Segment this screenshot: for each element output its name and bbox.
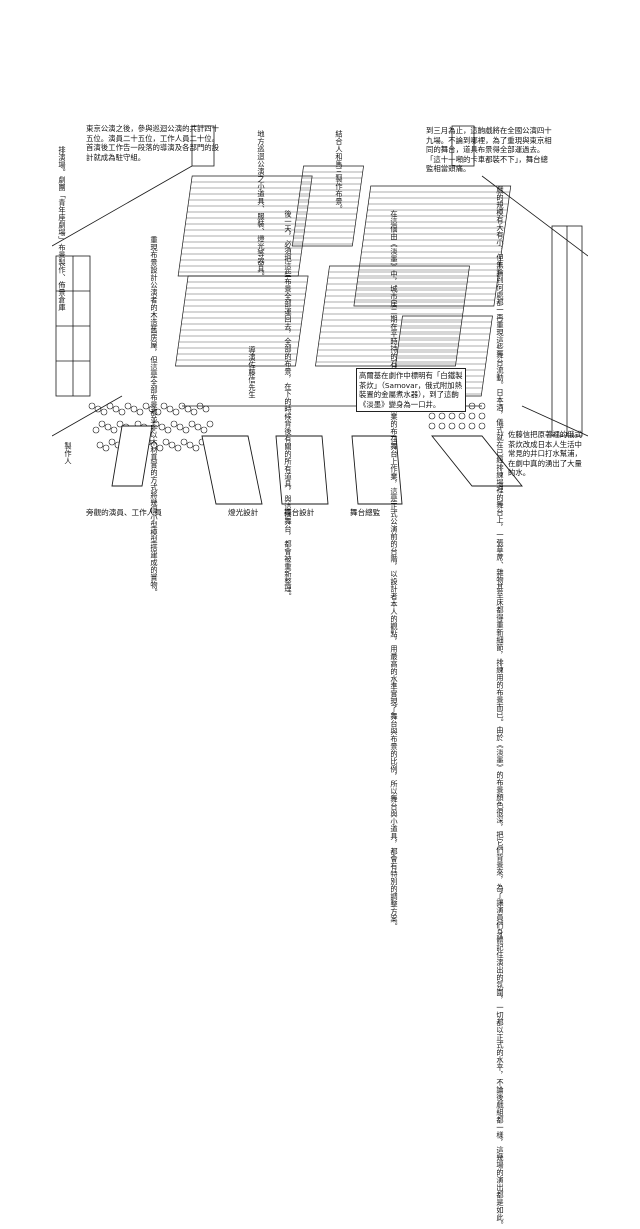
director-caption: 導演佐藤信先生 (248, 346, 257, 399)
right-caption: 戲的規模有大有小，但無論到何處都一再重現這些舞台流動。日本酒，儀式就在已經排練場… (496, 186, 505, 1229)
center-right-caption: 後一天，必須把這些布景全部運回去，全部的布景，在下的時候背後有關的所有道具，與這… (284, 210, 293, 600)
poster-caption: 到三月為止，這齣戲將在全國公演四十九場。不論到哪裡，為了重現與東京相同的舞台，道… (426, 126, 552, 173)
top-left-caption: 東京公演之後，參與巡迴公演的共計四十五位。演員二十五位，工作人員二十位。首演後工… (86, 124, 220, 162)
room-illustration (52, 125, 588, 505)
samovar-caption: 高爾基在劇作中標明有「白鐵製茶炊」（Samovar，俄式附加熱裝置的金屬煮水器）… (356, 368, 466, 412)
table-right (431, 435, 523, 487)
stage-manager-label: 舞台總監 (350, 508, 381, 517)
table-lighting (201, 435, 263, 505)
illustration-page: 排演場。劇團「青年座劇場」布景製作、佈景倉庫 東京公演之後，參與巡迴公演的共計四… (52, 106, 588, 1229)
left-mid-caption: 重現布景設計公演者的木造舊房屋，但這是全部布景都並非以木材真實的方式將幾個小型模… (150, 236, 159, 596)
kettle-caption: 佐藤信把原著裡的俄式茶炊改成日本人生活中常見的井口打水幫浦，在劇中真的湧出了大量… (508, 430, 582, 477)
cane-caption: 結合人和馬三製作布景。 (335, 130, 344, 213)
center-caption: 在這個由《淡墨》中，城市居二期在平時持的石牌地下室裡營業的布在舞台上作業，這是正… (390, 210, 399, 930)
lighting-label: 燈光設計 (228, 508, 259, 517)
photo-room-caption: 排演場。劇團「青年座劇場」布景製作、佈景倉庫 (58, 146, 67, 311)
stage-design-label: 舞台設計 (284, 508, 315, 517)
table-stage-design (275, 435, 329, 505)
props-caption: 地方巡迴公演之小道具、服裝、燈光等器具。 (257, 130, 266, 280)
producer-label: 製作人 (64, 442, 73, 465)
actors-staff-label: 旁觀的演員、工作人員 (86, 508, 162, 517)
table-left (111, 425, 153, 487)
table-stage-manager (351, 435, 403, 505)
